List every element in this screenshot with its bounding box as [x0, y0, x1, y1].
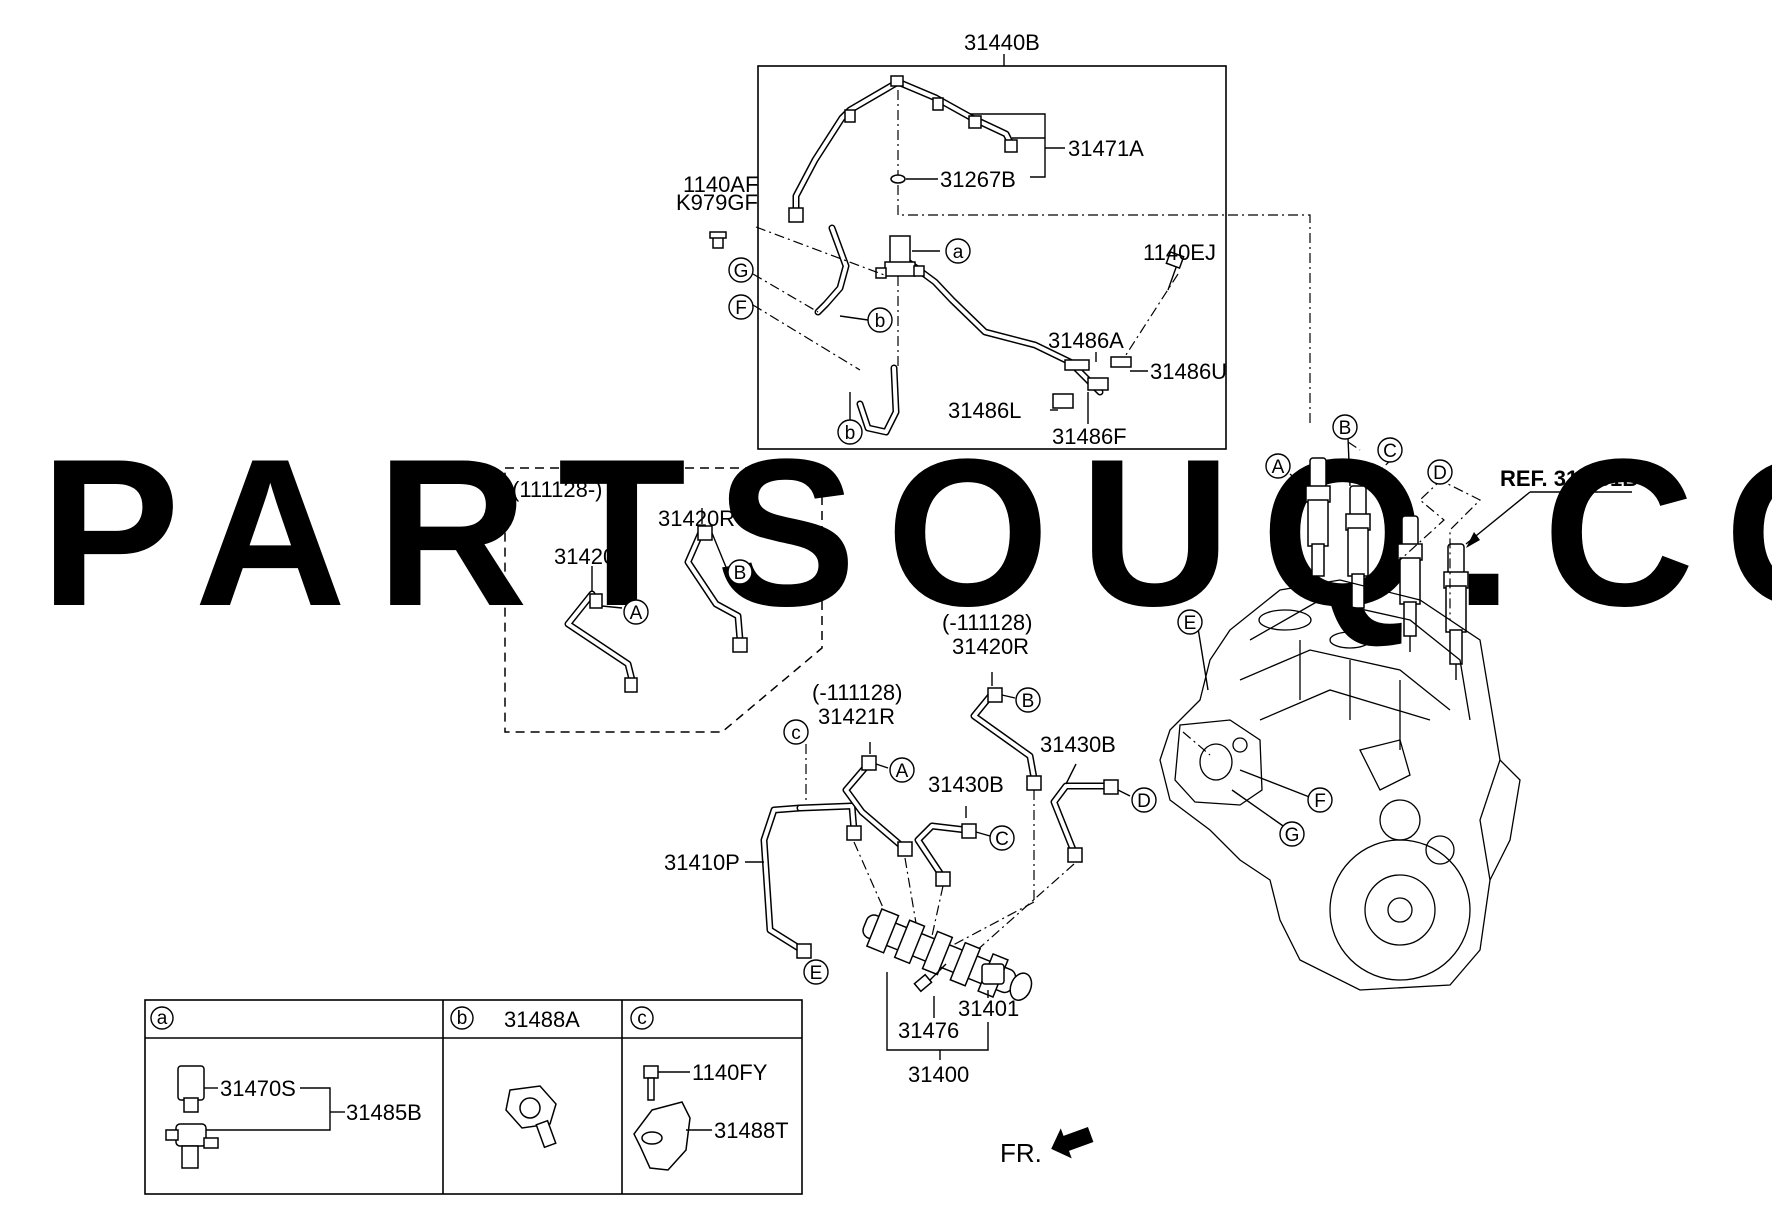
callout-F-top: F: [735, 298, 747, 319]
label-31401: 31401: [958, 996, 1019, 1021]
callout-A-injector: A: [1272, 457, 1285, 478]
label-31420R-a: 31420R: [554, 544, 631, 569]
label-1140EJ: 1140EJ: [1143, 240, 1216, 265]
label-31421R: 31421R: [818, 704, 895, 729]
fuel-pipes-group: [745, 672, 1211, 1060]
label-31410P: 31410P: [664, 850, 740, 875]
callout-a-top: a: [953, 242, 964, 263]
label-31486A: 31486A: [1048, 328, 1124, 353]
label-K979GF: K979GF: [676, 190, 758, 215]
callout-C-pipe: C: [995, 829, 1009, 850]
label-111128-earlier-b: (-111128): [942, 610, 1033, 635]
label-31486L: 31486L: [948, 398, 1021, 423]
label-1140AF: 1140AF: [683, 172, 758, 197]
label-31470S: 31470S: [220, 1076, 296, 1101]
callout-b-top: b: [875, 311, 886, 332]
callout-E-engine: E: [1184, 613, 1197, 634]
label-31420R-b: 31420R: [658, 506, 735, 531]
label-31488T: 31488T: [714, 1118, 789, 1143]
label-31488A: 31488A: [504, 1007, 580, 1032]
label-31267B: 31267B: [940, 167, 1016, 192]
part-labels: 31440B 31471A 31267B 1140AF K979GF 1140E…: [220, 30, 1638, 1168]
callout-c-legend: c: [637, 1008, 647, 1029]
callout-c-pipe: c: [791, 723, 801, 744]
callout-F-engine: F: [1314, 791, 1326, 812]
injector-pipes-later-group: [504, 467, 823, 733]
label-111128-later: (111128-): [512, 477, 603, 502]
callout-b-legend: b: [457, 1008, 468, 1029]
reference-callouts: a b b G F A B C D A B B A C D c E E: [150, 238, 1453, 1030]
injector-1: [1305, 457, 1331, 596]
watermark: PARTSOUQ.COM: [40, 415, 1772, 650]
callout-D-pipe: D: [1137, 791, 1151, 812]
callout-G-engine: G: [1285, 825, 1300, 846]
label-1140FY: 1140FY: [692, 1060, 768, 1085]
callout-C-injector: C: [1383, 441, 1397, 462]
label-ref-31-351B: REF. 31-351B: [1500, 466, 1638, 491]
label-31486U: 31486U: [1150, 359, 1227, 384]
common-rail: [862, 908, 1033, 1001]
label-31430B-lower: 31430B: [928, 772, 1004, 797]
callout-a-legend: a: [157, 1008, 168, 1029]
label-31486F: 31486F: [1052, 424, 1127, 449]
callout-D-injector: D: [1433, 463, 1447, 484]
callout-A-later-pipe: A: [630, 603, 643, 624]
callout-b-low: b: [845, 423, 856, 444]
label-111128-earlier-a: (-111128): [812, 680, 903, 705]
label-31471A: 31471A: [1068, 136, 1144, 161]
injectors-group: [1289, 437, 1632, 680]
return-hose-assembly-group: [709, 54, 1311, 450]
callout-B-injector: B: [1339, 418, 1352, 439]
front-direction-arrow: [1051, 1126, 1094, 1159]
label-31400: 31400: [908, 1062, 969, 1087]
label-31430B-right: 31430B: [1040, 732, 1116, 757]
injector-2: [1345, 485, 1371, 625]
callout-A-pipe: A: [896, 761, 909, 782]
injector-4: [1443, 543, 1469, 680]
label-31440B: 31440B: [964, 30, 1040, 55]
legend-table: [144, 999, 803, 1195]
callout-B-later-pipe: B: [734, 563, 747, 584]
callout-B-pipe: B: [1022, 691, 1035, 712]
label-31485B: 31485B: [346, 1100, 422, 1125]
callout-E-pipe: E: [810, 963, 823, 984]
callout-G-top: G: [734, 261, 749, 282]
label-front: FR.: [1000, 1138, 1042, 1168]
label-31476: 31476: [898, 1018, 959, 1043]
engine-block: [1159, 579, 1521, 991]
return-hose-assembly-box: [757, 65, 1227, 450]
label-31420R-earlier: 31420R: [952, 634, 1029, 659]
injector-3: [1397, 515, 1423, 652]
